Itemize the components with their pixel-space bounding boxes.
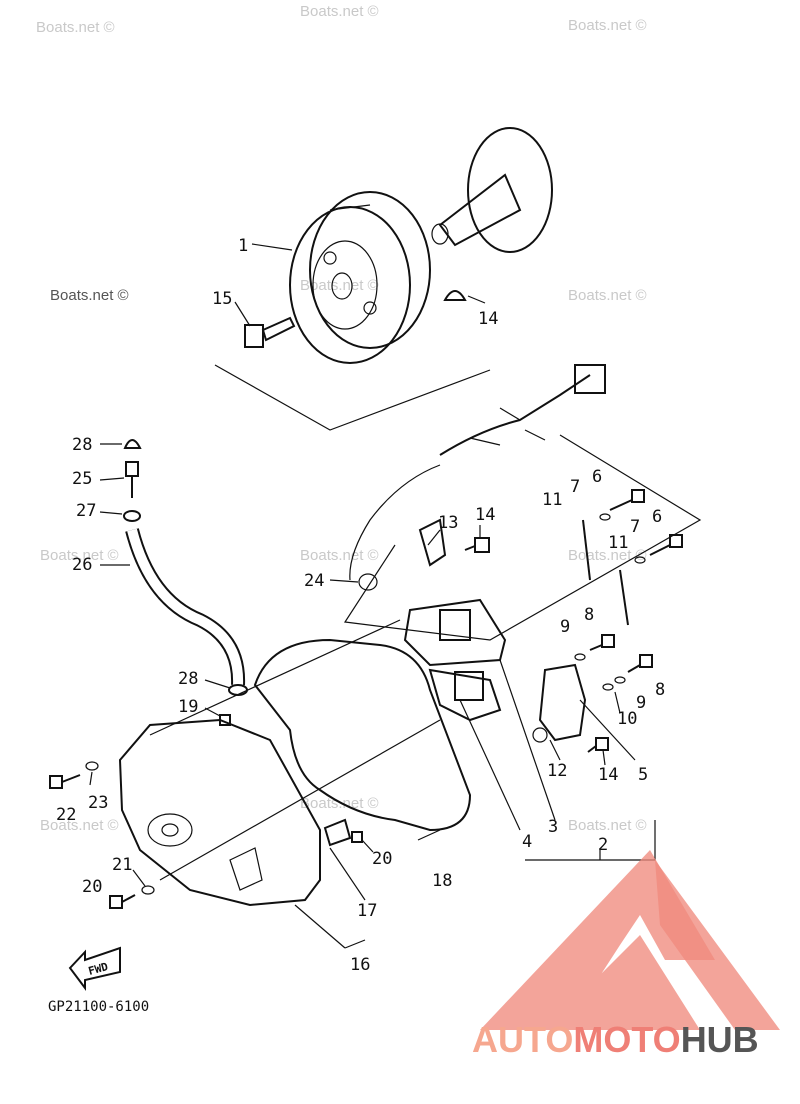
washers bbox=[85, 513, 646, 895]
callout-24: 24 bbox=[304, 571, 324, 591]
watermark: Boats.net © bbox=[40, 547, 119, 564]
watermark: Boats.net © bbox=[568, 817, 647, 834]
callout-15: 15 bbox=[212, 289, 232, 309]
flywheel-bolt bbox=[244, 316, 296, 348]
fwd-label: FWD bbox=[87, 960, 110, 978]
callout-4: 4 bbox=[522, 832, 532, 852]
sensor-13 bbox=[418, 518, 447, 567]
watermark: Boats.net © bbox=[300, 277, 379, 294]
frame-line bbox=[214, 364, 491, 431]
callout-3: 3 bbox=[548, 817, 558, 837]
generator-cover bbox=[118, 718, 321, 907]
watermark: Boats.net © bbox=[36, 19, 115, 36]
frame-line bbox=[149, 619, 401, 736]
woodruff-key bbox=[443, 290, 467, 301]
callout-27: 27 bbox=[76, 501, 96, 521]
leader-lines bbox=[89, 243, 656, 949]
callout-17: 17 bbox=[357, 901, 377, 921]
callout-20: 20 bbox=[82, 877, 102, 897]
bolt-6a bbox=[609, 489, 645, 511]
callout-1: 1 bbox=[238, 236, 248, 256]
hose bbox=[125, 528, 246, 686]
brand-part-moto: MOTO bbox=[573, 1019, 680, 1060]
bolt-8b bbox=[627, 654, 653, 673]
logo-mark bbox=[480, 850, 715, 1030]
callout-11: 11 bbox=[608, 533, 628, 553]
callout-11: 11 bbox=[542, 490, 562, 510]
brand-part-auto: AUTO bbox=[472, 1019, 573, 1060]
grommet-25 bbox=[358, 573, 378, 591]
brand-part-hub: HUB bbox=[681, 1019, 759, 1060]
callout-13: 13 bbox=[438, 513, 458, 533]
gasket bbox=[253, 638, 472, 832]
bolt-14b bbox=[587, 737, 609, 753]
callout-16: 16 bbox=[350, 955, 370, 975]
bolt-20a bbox=[219, 714, 231, 726]
bolt-21 bbox=[109, 894, 136, 909]
watermark: Boats.net © bbox=[300, 3, 379, 20]
brand-wordmark: AUTOMOTOHUB bbox=[472, 1019, 759, 1060]
links bbox=[582, 519, 629, 626]
callout-8: 8 bbox=[655, 680, 665, 700]
bolt-6b bbox=[649, 534, 683, 556]
bolt-14a bbox=[464, 537, 490, 553]
callout-7: 7 bbox=[570, 477, 580, 497]
wire-harness bbox=[349, 364, 606, 581]
watermark: Boats.net © bbox=[568, 17, 647, 34]
callout-6: 6 bbox=[652, 507, 662, 527]
callout-20: 20 bbox=[372, 849, 392, 869]
frame-line bbox=[343, 434, 702, 641]
bolts bbox=[49, 489, 683, 909]
reference-lines bbox=[149, 364, 702, 881]
flywheel bbox=[289, 191, 431, 364]
bracket bbox=[532, 663, 587, 743]
dowel-18 bbox=[323, 818, 352, 847]
callout-2: 2 bbox=[598, 835, 608, 855]
callout-18: 18 bbox=[432, 871, 452, 891]
callout-23: 23 bbox=[88, 793, 108, 813]
fwd-arrow: FWD bbox=[68, 946, 121, 991]
callout-21: 21 bbox=[112, 855, 132, 875]
callout-14: 14 bbox=[598, 765, 618, 785]
watermarks: Boats.net © Boats.net © Boats.net © Boat… bbox=[36, 3, 647, 834]
callout-8: 8 bbox=[584, 605, 594, 625]
bolt-20b bbox=[351, 831, 363, 843]
rotor-hub bbox=[431, 127, 553, 301]
watermark: Boats.net © bbox=[40, 817, 119, 834]
bolt-23 bbox=[49, 774, 81, 789]
brand-logo: AUTOMOTOHUB bbox=[472, 850, 780, 1060]
watermark: Boats.net © bbox=[50, 287, 129, 304]
callout-12: 12 bbox=[547, 761, 567, 781]
fittings bbox=[123, 439, 248, 696]
callout-22: 22 bbox=[56, 805, 76, 825]
callout-25: 25 bbox=[72, 469, 92, 489]
forward-arrow-icon bbox=[68, 946, 121, 991]
diagram-code: GP21100-6100 bbox=[48, 999, 149, 1015]
callout-9: 9 bbox=[560, 617, 570, 637]
frame-line bbox=[159, 719, 441, 881]
callout-5: 5 bbox=[638, 765, 648, 785]
watermark: Boats.net © bbox=[568, 287, 647, 304]
watermark: Boats.net © bbox=[300, 795, 379, 812]
callout-19: 19 bbox=[178, 697, 198, 717]
callout-28: 28 bbox=[72, 435, 92, 455]
coil-assembly bbox=[403, 598, 507, 722]
callout-7: 7 bbox=[630, 517, 640, 537]
callout-6: 6 bbox=[592, 467, 602, 487]
watermark: Boats.net © bbox=[300, 547, 379, 564]
bolt-8a bbox=[589, 634, 615, 651]
callout-9: 9 bbox=[636, 693, 646, 713]
callout-28: 28 bbox=[178, 669, 198, 689]
callout-26: 26 bbox=[72, 555, 92, 575]
callout-14: 14 bbox=[475, 505, 495, 525]
callout-10: 10 bbox=[617, 709, 637, 729]
callout-14: 14 bbox=[478, 309, 498, 329]
